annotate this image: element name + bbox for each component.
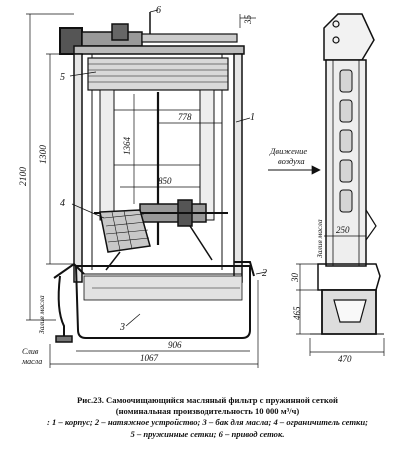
dim-35: 35 xyxy=(243,15,253,26)
air-flow-label-1: Движение xyxy=(269,146,307,156)
oil-tank xyxy=(74,265,251,339)
side-view-text: Движение воздуха Залив масла 250 30 465 … xyxy=(269,146,352,364)
technical-drawing: 6 35 5 1 778 1364 850 1300 2100 4 2 3 За… xyxy=(19,5,385,368)
dim-465: 465 xyxy=(292,306,302,320)
air-flow-label-2: воздуха xyxy=(278,156,305,166)
dim-1300: 1300 xyxy=(39,145,49,164)
dim-470: 470 xyxy=(338,354,352,364)
dim-1067: 1067 xyxy=(140,353,159,363)
dim-250: 250 xyxy=(336,225,350,235)
callout-2: 2 xyxy=(262,268,267,279)
caption-title: Рис.23. Самоочищающийся масляный фильтр … xyxy=(77,395,338,405)
callout-1: 1 xyxy=(250,112,255,123)
side-view-dimensions xyxy=(268,165,385,356)
callout-4: 4 xyxy=(60,198,65,209)
frame-left-post xyxy=(73,53,83,283)
side-view xyxy=(310,13,384,335)
spring-screen-top xyxy=(87,57,229,91)
oil-fill-label-right: Залив масла xyxy=(315,219,324,258)
callout-5: 5 xyxy=(60,72,65,83)
dim-906: 906 xyxy=(168,340,182,350)
callout-3: 3 xyxy=(119,322,125,333)
front-view-text: 6 35 5 1 778 1364 850 1300 2100 4 2 3 За… xyxy=(19,5,267,366)
oil-drain-label-2: масла xyxy=(21,357,42,366)
dim-1364: 1364 xyxy=(122,137,132,156)
oil-drain-label-1: Слив xyxy=(22,347,39,356)
caption-subtitle: (номинальная производительность 10 000 м… xyxy=(115,406,300,417)
dim-778: 778 xyxy=(178,112,192,122)
figure-caption: Рис.23. Самоочищающийся масляный фильтр … xyxy=(0,395,415,458)
dim-30: 30 xyxy=(290,273,300,284)
dim-2100: 2100 xyxy=(19,167,29,186)
oil-fill-label-left: Залив масла xyxy=(37,295,46,334)
caption-legend-2: 5 – пружинные сетки; 6 – привод сеток. xyxy=(130,428,285,439)
front-view xyxy=(53,9,255,343)
dim-850: 850 xyxy=(158,176,172,186)
front-view-dimensions xyxy=(26,13,267,368)
callout-6: 6 xyxy=(156,5,161,16)
caption-legend-1: : 1 – корпус; 2 – натяжное устройство; 3… xyxy=(46,417,369,428)
frame-right-post xyxy=(233,53,243,283)
